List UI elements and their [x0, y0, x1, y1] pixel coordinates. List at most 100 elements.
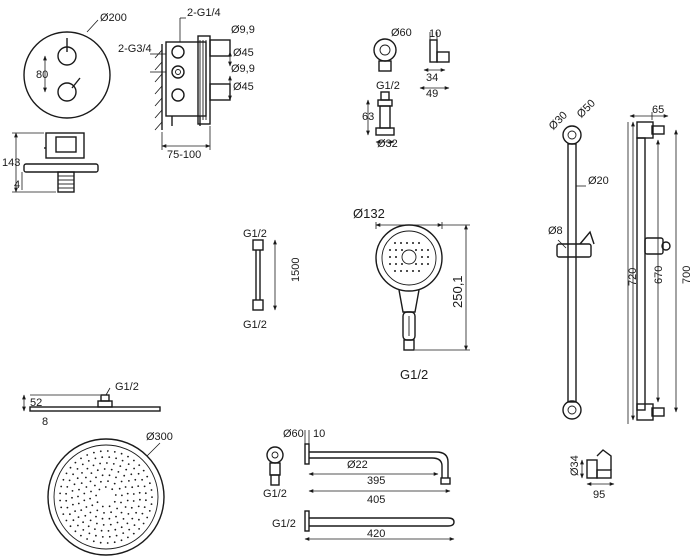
shower-arm: Ø60 G1/2 10 Ø22 395 405 G1/2 420 [263, 428, 455, 541]
hand-dim-d132: Ø132 [353, 206, 385, 221]
hand-shower: Ø132 250,1 G1/2 [353, 206, 470, 382]
nozzle-dot [65, 519, 68, 522]
arm-dim-g12-a: G1/2 [263, 488, 287, 500]
arm-flange-side [304, 443, 310, 465]
nozzle-dot [115, 457, 117, 460]
nozzle-dot [59, 499, 61, 502]
slide-bar-bottom-bracket [562, 400, 582, 420]
nozzle-dot [115, 515, 117, 518]
dim-75-100: 75-100 [167, 149, 201, 161]
nozzle-dot [101, 456, 104, 459]
dim-80: 80 [36, 69, 48, 81]
nozzle-dot [89, 511, 92, 514]
bar-dim-d30: Ø30 [547, 109, 570, 132]
nozzle-dot [120, 526, 123, 529]
rain-dim-d300: Ø300 [146, 431, 173, 443]
nozzle-dot [81, 463, 84, 466]
nozzle-dot [150, 503, 153, 505]
thermostat-mixer: Ø200 80 143 4 [2, 7, 255, 193]
nozzle-dot [144, 492, 147, 495]
nozzle-dot [76, 477, 79, 480]
nozzle-dot [112, 463, 115, 465]
arm-dim-g12-b: G1/2 [272, 518, 296, 530]
nozzle-dot [72, 473, 74, 476]
arm-dim-405: 405 [367, 494, 385, 506]
nozzle-dot [141, 512, 144, 515]
slide-bar-top-bracket [562, 125, 582, 145]
nozzle-dot [102, 524, 105, 526]
bar-dim-700: 700 [681, 266, 693, 284]
nozzle-dot [108, 456, 111, 458]
nozzle-dot [138, 464, 141, 466]
arm-dim-d22: Ø22 [347, 459, 368, 471]
nozzle-dot [120, 539, 123, 542]
nozzle-dot [90, 490, 92, 493]
nozzle-dot [120, 501, 122, 504]
nozzle-dot [96, 469, 99, 472]
nozzle-dot [83, 499, 86, 502]
bar-dim-670: 670 [653, 266, 665, 284]
dim-4: 4 [14, 179, 20, 191]
nozzle-dot [110, 468, 113, 471]
nozzle-dot [94, 457, 97, 460]
nozzle-dot [124, 506, 127, 508]
holder-detail-plate [586, 459, 598, 479]
nozzle-dot [113, 482, 116, 485]
nozzle-dot [142, 469, 145, 472]
nozzle-dot [132, 500, 135, 502]
nozzle-dot [148, 510, 151, 512]
nozzle-dot [120, 452, 123, 455]
nozzle-dot [87, 525, 90, 528]
wall-outlet: Ø60 10 34 49 G1/2 63 Ø32 [362, 27, 450, 150]
nozzle-dot [114, 528, 117, 531]
nozzle-dot [83, 492, 86, 495]
rain-dim-g12: G1/2 [115, 381, 139, 393]
nozzle-dot [87, 460, 90, 462]
nozzle-dot [103, 468, 106, 470]
nozzle-dot [134, 478, 137, 481]
nozzle-dot [127, 463, 130, 465]
nozzle-dot [96, 509, 99, 512]
nozzle-dot [93, 451, 95, 454]
slide-bar-holder [556, 243, 592, 258]
outlet-dim-63: 63 [362, 111, 374, 123]
rain-shower-head: G1/2 52 8 Ø300 [22, 381, 173, 556]
holder-dim-95: 95 [593, 489, 605, 501]
nozzle-dot [73, 483, 76, 486]
nozzle-dot [110, 511, 112, 514]
nozzle-dot [132, 493, 135, 495]
dim-d200: Ø200 [100, 12, 127, 24]
nozzle-dot [82, 521, 84, 524]
nozzle-dot [126, 492, 129, 495]
nozzle-dot [82, 529, 85, 531]
slide-bar: Ø30 Ø50 Ø20 Ø8 65 720 670 700 Ø34 95 [547, 97, 693, 501]
nozzle-dot [126, 522, 129, 525]
nozzle-dot [69, 525, 72, 528]
mixer-side-body [45, 132, 85, 159]
nozzle-dot [108, 535, 111, 538]
nozzle-dot [116, 507, 118, 510]
nozzle-dot [95, 476, 97, 479]
nozzle-dot [81, 472, 83, 474]
nozzle-dot [62, 478, 65, 481]
nozzle-dot [137, 505, 140, 508]
nozzle-dot [107, 530, 110, 532]
hand-shower-head [375, 224, 443, 292]
nozzle-dot [120, 511, 123, 514]
nozzle-dot [101, 505, 104, 508]
nozzle-dot [77, 524, 79, 527]
nozzle-dot [128, 528, 131, 531]
nozzle-dot [65, 492, 67, 495]
nozzle-dot [74, 461, 77, 464]
nozzle-dot [143, 485, 146, 488]
nozzle-dot [101, 517, 104, 520]
nozzle-dot [149, 482, 151, 485]
nozzle-dot [76, 468, 79, 470]
nozzle-dot [119, 465, 122, 467]
slide-bar-rail [567, 143, 577, 403]
nozzle-dot [72, 519, 75, 522]
nozzle-dot [133, 459, 135, 462]
nozzle-dot [121, 459, 124, 462]
nozzle-dot [98, 488, 101, 491]
